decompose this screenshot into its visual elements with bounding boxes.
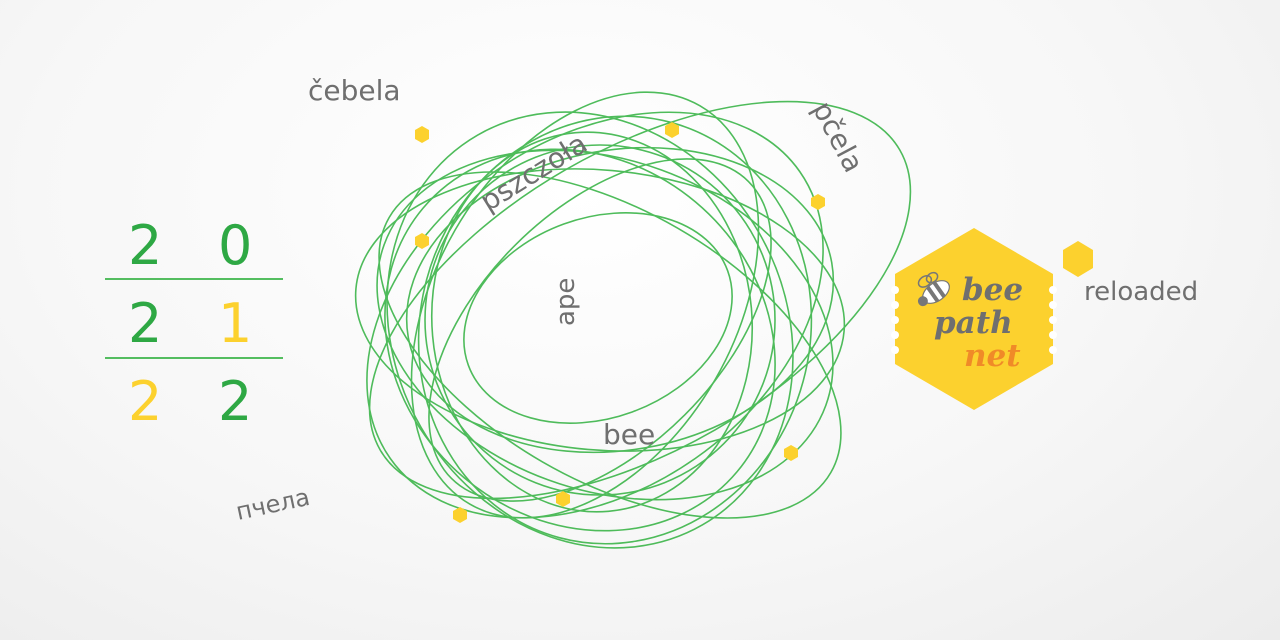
year-digit: 2 xyxy=(218,370,252,433)
orbit-ring xyxy=(378,171,842,519)
hex-dot xyxy=(556,491,570,507)
orbit-ring xyxy=(417,115,813,545)
year-digit: 2 xyxy=(128,214,162,277)
word-ape: ape xyxy=(551,278,581,326)
hex-dot xyxy=(665,122,679,138)
word-pcela: pčela xyxy=(806,96,871,178)
logo-line-bee: bee xyxy=(962,272,1023,308)
logo-hexagon xyxy=(895,228,1053,410)
hex-dot xyxy=(415,126,429,143)
word-bee: bee xyxy=(603,418,655,451)
year-digit: 2 xyxy=(128,370,162,433)
word-pchela: пчела xyxy=(233,483,312,526)
logo-badge: bee path net xyxy=(891,228,1057,410)
year-digit: 0 xyxy=(218,214,252,277)
orbit-swirl xyxy=(354,91,912,549)
orbit-ring xyxy=(384,148,776,532)
hex-dot xyxy=(415,233,429,249)
logo-line-path: path xyxy=(934,305,1013,341)
logo-line-net: net xyxy=(964,338,1021,374)
hex-dots xyxy=(415,122,825,523)
orbit-ring xyxy=(463,212,733,424)
word-cebela: čebela xyxy=(308,74,401,107)
year-digit: 2 xyxy=(128,292,162,355)
hex-dot xyxy=(453,507,467,523)
orbit-ring xyxy=(428,158,772,502)
reloaded-label: reloaded xyxy=(1084,277,1198,307)
year-digit: 1 xyxy=(218,292,252,355)
orbit-ring xyxy=(430,131,754,513)
bee-icon xyxy=(917,271,950,307)
year-block: 2 0 2 1 2 2 xyxy=(105,214,283,433)
logo-notches xyxy=(891,286,1057,354)
reloaded-hex-icon xyxy=(1063,241,1093,277)
hex-dot xyxy=(784,445,798,461)
orbit-ring xyxy=(376,149,834,501)
hex-dot xyxy=(811,194,825,210)
orbit-ring xyxy=(354,168,846,452)
orbit-ring xyxy=(424,144,776,496)
orbit-ring xyxy=(368,100,912,500)
